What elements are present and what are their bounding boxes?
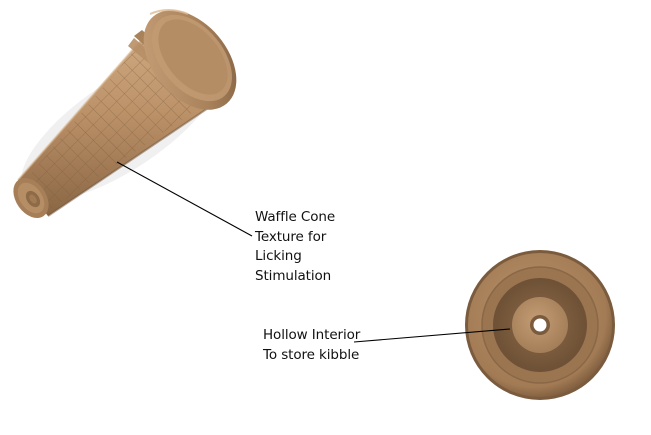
waffle-texture-label-line: Texture for bbox=[255, 228, 327, 245]
leader-line-hollow bbox=[353, 328, 511, 343]
waffle-cone-top-view bbox=[465, 250, 615, 400]
hollow-interior-label-line: Hollow Interior bbox=[263, 327, 361, 343]
waffle-texture-label-line: Waffle Cone bbox=[255, 209, 336, 225]
hollow-interior-label-line: To store kibble bbox=[263, 346, 360, 363]
waffle-texture-label-line: Stimulation bbox=[255, 267, 332, 284]
leader-line-waffle bbox=[116, 161, 253, 237]
waffle-texture-label: Waffle Cone Texture for Licking Stimulat… bbox=[255, 208, 335, 286]
hollow-interior-label: Hollow Interior To store kibble bbox=[263, 326, 360, 365]
waffle-texture-label-line: Licking bbox=[255, 248, 302, 264]
waffle-cone-side-view bbox=[13, 9, 237, 218]
